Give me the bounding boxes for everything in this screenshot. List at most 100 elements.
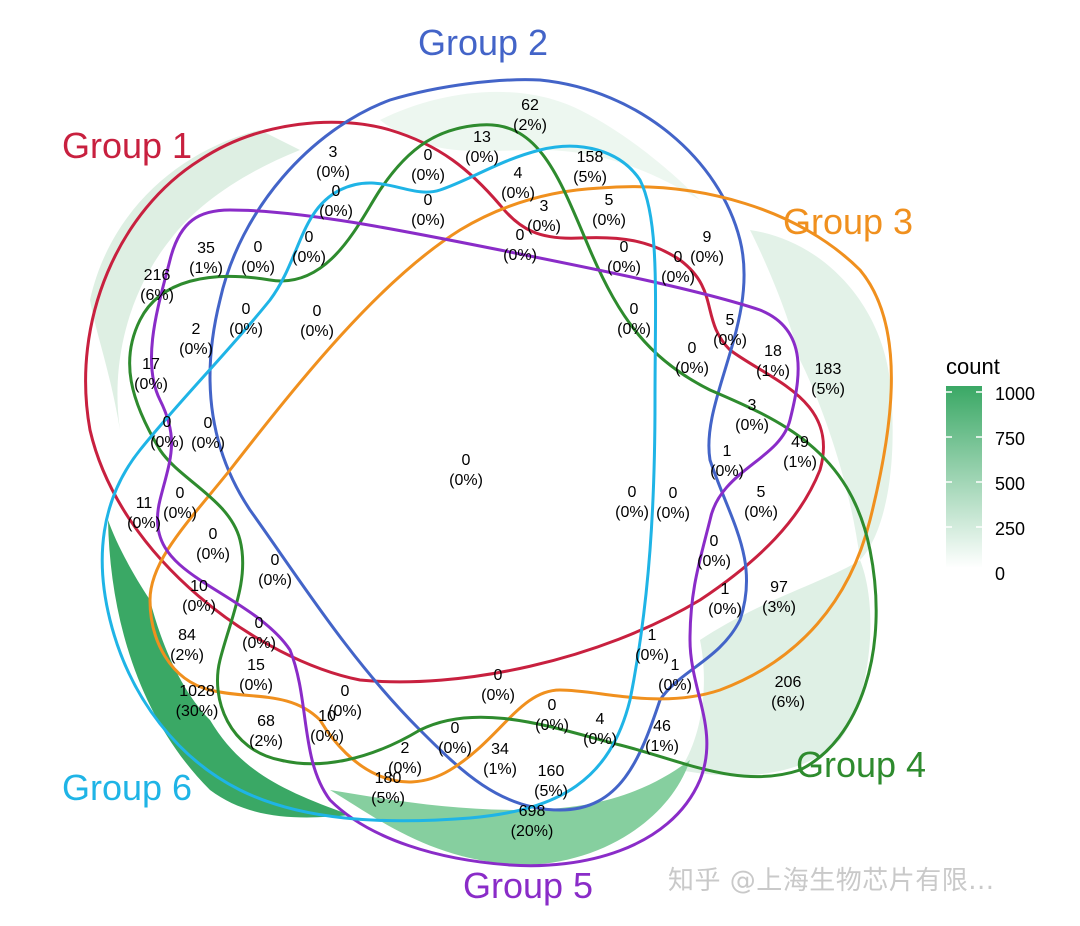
region-label-14: 35(1%) — [189, 240, 223, 277]
region-count-53: 10 — [318, 708, 336, 725]
region-pct-49: (30%) — [176, 703, 219, 720]
region-pct-36: (0%) — [196, 546, 230, 563]
region-count-50: 206 — [775, 674, 802, 691]
region-count-41: 1 — [721, 581, 730, 598]
region-pct-1: (0%) — [465, 149, 499, 166]
region-count-11: 9 — [703, 229, 712, 246]
region-pct-39: (0%) — [258, 572, 292, 589]
region-label-20: 2(0%) — [179, 321, 213, 358]
region-label-4: 0(0%) — [411, 147, 445, 184]
region-pct-2: (5%) — [573, 169, 607, 186]
region-label-12: 0(0%) — [607, 239, 641, 276]
region-count-63: 0 — [628, 484, 637, 501]
region-count-13: 0 — [674, 249, 683, 266]
region-label-62: 698(20%) — [511, 803, 554, 840]
region-pct-52: (0%) — [328, 703, 362, 720]
region-label-38: 0(0%) — [697, 533, 731, 570]
region-pct-54: (0%) — [535, 717, 569, 734]
region-count-22: 5 — [726, 312, 735, 329]
region-label-55: 4(0%) — [583, 711, 617, 748]
region-pct-33: (0%) — [744, 504, 778, 521]
fill-group2-only — [380, 91, 700, 200]
fill-group6-only — [108, 520, 350, 818]
region-pct-31: (0%) — [710, 463, 744, 480]
region-count-21: 0 — [313, 303, 322, 320]
region-label-31: 1(0%) — [710, 443, 744, 480]
region-count-38: 0 — [710, 533, 719, 550]
region-pct-6: (0%) — [319, 203, 353, 220]
region-label-15: 0(0%) — [241, 239, 275, 276]
region-pct-37: (0%) — [656, 505, 690, 522]
region-pct-12: (0%) — [607, 259, 641, 276]
legend-tick-1000: 1000 — [995, 384, 1035, 404]
region-pct-56: (1%) — [645, 738, 679, 755]
region-count-35: 0 — [176, 485, 185, 502]
region-count-44: 0 — [255, 615, 264, 632]
region-label-19: 0(0%) — [229, 301, 263, 338]
region-label-23: 18(1%) — [756, 343, 790, 380]
region-pct-30: (1%) — [783, 454, 817, 471]
legend-tick-250: 250 — [995, 519, 1025, 539]
region-label-32: 0(0%) — [449, 452, 483, 489]
region-count-2: 158 — [577, 149, 604, 166]
region-count-46: 1 — [671, 657, 680, 674]
region-count-47: 15 — [247, 657, 265, 674]
group-title-5: Group 5 — [463, 865, 593, 906]
group-title-6: Group 6 — [62, 767, 192, 808]
region-label-48: 0(0%) — [481, 667, 515, 704]
watermark: 知乎 @上海生物芯片有限... — [668, 866, 995, 896]
region-pct-11: (0%) — [690, 249, 724, 266]
region-count-52: 0 — [341, 683, 350, 700]
region-label-56: 46(1%) — [645, 718, 679, 755]
region-label-61: 180(5%) — [371, 770, 405, 807]
region-label-35: 0 (0%) — [163, 485, 197, 522]
region-count-23: 18 — [764, 343, 782, 360]
region-count-57: 0 — [451, 720, 460, 737]
region-count-15: 0 — [254, 239, 263, 256]
region-pct-32: (0%) — [449, 472, 483, 489]
region-label-17: 216(6%) — [140, 267, 174, 304]
region-pct-29: (0%) — [191, 435, 225, 452]
group-title-4: Group 4 — [796, 744, 926, 785]
region-label-52: 0 (0%) — [328, 683, 362, 720]
region-pct-47: (0%) — [239, 677, 273, 694]
region-count-36: 0 — [209, 526, 218, 543]
region-pct-14: (1%) — [189, 260, 223, 277]
region-pct-18: (0%) — [617, 321, 651, 338]
region-label-46: 1(0%) — [658, 657, 692, 694]
region-pct-13: (0%) — [661, 269, 695, 286]
outline-group2 — [208, 78, 749, 812]
outline-group1 — [84, 120, 825, 684]
region-count-62: 698 — [519, 803, 546, 820]
region-count-34: 11 — [136, 495, 153, 512]
region-pct-61: (5%) — [371, 790, 405, 807]
legend-title: count — [946, 354, 1000, 379]
outline-group6 — [100, 144, 658, 823]
region-count-30: 49 — [791, 434, 809, 451]
region-pct-43: (2%) — [170, 647, 204, 664]
region-count-0: 62 — [521, 97, 539, 114]
region-pct-35: (0%) — [163, 505, 197, 522]
region-count-6: 0 — [332, 183, 341, 200]
region-label-26: 17(0%) — [134, 356, 168, 393]
region-pct-21: (0%) — [300, 323, 334, 340]
region-pct-25: (0%) — [675, 360, 709, 377]
region-pct-42: (0%) — [182, 598, 216, 615]
region-label-6: 0 (0%) — [319, 183, 353, 220]
group-title-3: Group 3 — [783, 201, 913, 242]
region-label-29: 0(0%) — [191, 415, 225, 452]
region-label-63: 0(0%) — [615, 484, 649, 521]
region-label-8: 5(0%) — [592, 192, 626, 229]
region-pct-60: (5%) — [534, 783, 568, 800]
region-count-1: 13 — [473, 129, 491, 146]
region-count-49: 1028 — [179, 683, 215, 700]
legend-tick-750: 750 — [995, 429, 1025, 449]
outline-group3 — [148, 185, 893, 784]
region-label-28: 0(0%) — [150, 414, 184, 451]
region-label-45: 1(0%) — [635, 627, 669, 664]
region-pct-20: (0%) — [179, 341, 213, 358]
region-label-33: 5(0%) — [744, 484, 778, 521]
region-count-42: 10 — [190, 578, 208, 595]
region-count-28: 0 — [163, 414, 172, 431]
